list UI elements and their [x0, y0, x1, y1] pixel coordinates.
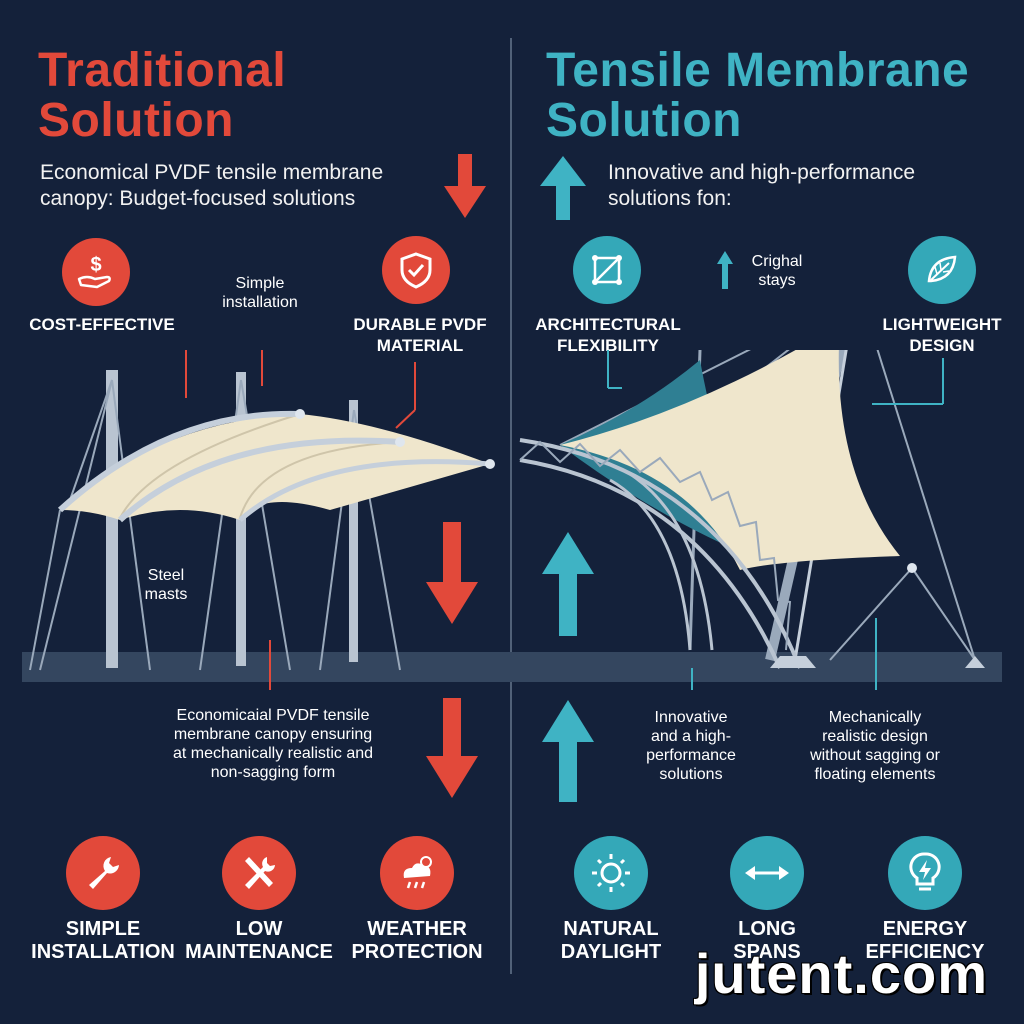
feature-simple-installation: SIMPLE INSTALLATION — [28, 918, 178, 964]
feature-line1: NATURAL — [563, 918, 659, 940]
light-line1: LIGHTWEIGHT — [882, 315, 1002, 334]
feature-line2: PROTECTION — [351, 941, 483, 963]
cost-icon: $ — [62, 238, 130, 306]
double-arrow-icon — [730, 836, 804, 910]
install-line2: installation — [222, 294, 298, 311]
right-note-a-line: and a high- — [650, 728, 732, 745]
right-title-line1: Tensile Membrane — [546, 44, 970, 97]
stays-line1: Crighal — [751, 253, 803, 270]
left-title-line2: Solution — [38, 94, 234, 147]
right-subtitle-line2: solutions fon: — [608, 187, 732, 210]
right-subtitle-line1: Innovative and high-performance — [608, 161, 916, 184]
feature-line2: INSTALLATION — [31, 941, 175, 963]
feature-energy-efficiency: ENERGY EFFICIENCY — [850, 918, 1000, 964]
architectural-flexibility-label: ARCHITECTURAL FLEXIBILITY — [528, 314, 688, 356]
architecture-grid-icon — [573, 236, 641, 304]
feature-line1: LONG — [738, 918, 796, 940]
right-description-a: Innovative and a high- performance solut… — [626, 708, 756, 784]
svg-text:$: $ — [90, 254, 101, 276]
right-note-b-line: Mechanically — [828, 709, 922, 726]
left-title: Traditional Solution — [38, 46, 286, 146]
right-note-b-line: floating elements — [814, 766, 936, 783]
steel-line2: masts — [144, 586, 188, 603]
shield-check-icon — [382, 236, 450, 304]
light-line2: DESIGN — [909, 336, 975, 355]
durable-line2: MATERIAL — [376, 336, 464, 355]
right-note-b-line: realistic design — [822, 728, 928, 745]
right-note-a-line: Innovative — [654, 709, 728, 726]
left-note-line: at mechanically realistic and — [172, 745, 374, 762]
durable-line1: DURABLE PVDF — [353, 315, 487, 334]
lightweight-design-label: LIGHTWEIGHT DESIGN — [862, 314, 1022, 356]
right-description-b: Mechanically realistic design without sa… — [790, 708, 960, 784]
sun-icon — [574, 836, 648, 910]
simple-installation-callout: Simple installation — [200, 274, 320, 312]
up-arrow-icon — [542, 532, 594, 636]
feature-line2: SPANS — [733, 941, 801, 963]
right-note-b-line: without sagging or — [810, 747, 940, 764]
left-subtitle-line1: Economical PVDF tensile membrane — [40, 161, 384, 184]
feature-long-spans: LONG SPANS — [692, 918, 842, 964]
feature-line1: WEATHER — [367, 918, 467, 940]
cost-effective-label: COST-EFFECTIVE — [29, 315, 175, 334]
arch-line2: FLEXIBILITY — [557, 336, 659, 355]
steel-mast — [106, 370, 118, 668]
feature-natural-daylight: NATURAL DAYLIGHT — [536, 918, 686, 964]
right-note-a-line: performance — [646, 747, 736, 764]
left-subtitle: Economical PVDF tensile membrane canopy:… — [40, 160, 383, 212]
watermark: jutent.com — [694, 942, 988, 1005]
up-arrow-icon — [542, 700, 594, 802]
right-title: Tensile Membrane Solution — [546, 46, 969, 146]
center-divider — [510, 38, 512, 974]
feature-line1: ENERGY — [882, 918, 968, 940]
down-arrow-icon — [444, 154, 486, 218]
left-title-line1: Traditional — [38, 44, 287, 97]
down-arrow-icon — [426, 522, 478, 624]
wrench-icon — [66, 836, 140, 910]
stays-line2: stays — [758, 272, 796, 289]
feature-line2: EFFICIENCY — [865, 941, 985, 963]
left-description: Economicaial PVDF tensile membrane canop… — [148, 706, 398, 782]
arch-line1: ARCHITECTURAL — [535, 315, 681, 334]
feature-line1: SIMPLE — [65, 918, 141, 940]
left-subtitle-line2: canopy: Budget-focused solutions — [40, 187, 356, 210]
crighal-stays-callout: Crighal stays — [732, 252, 822, 290]
small-up-arrow-icon — [717, 251, 733, 289]
left-note-line: Economicaial PVDF tensile — [176, 707, 370, 724]
cloud-rain-icon — [380, 836, 454, 910]
feature-line2: DAYLIGHT — [560, 941, 662, 963]
install-line1: Simple — [235, 275, 285, 292]
left-note-line: non-sagging form — [210, 764, 336, 781]
down-arrow-icon — [426, 698, 478, 798]
right-note-a-line: solutions — [659, 766, 723, 783]
feature-low-maintenance: LOW MAINTENANCE — [184, 918, 334, 964]
bulb-icon — [888, 836, 962, 910]
tensile-structure — [519, 350, 985, 690]
steel-line1: Steel — [147, 567, 185, 584]
left-note-line: membrane canopy ensuring — [173, 726, 373, 743]
ground-platform — [22, 652, 1002, 682]
right-subtitle: Innovative and high-performance solution… — [608, 160, 915, 212]
feature-weather-protection: WEATHER PROTECTION — [342, 918, 492, 964]
leaf-icon — [908, 236, 976, 304]
structure-illustration — [22, 350, 1002, 690]
durable-pvdf-label: DURABLE PVDF MATERIAL — [340, 314, 500, 356]
feature-line2: MAINTENANCE — [185, 941, 333, 963]
feature-line1: LOW — [235, 918, 283, 940]
tools-icon — [222, 836, 296, 910]
steel-masts-label: Steel masts — [126, 566, 206, 604]
right-title-line2: Solution — [546, 94, 742, 147]
traditional-canopy — [29, 350, 495, 690]
up-arrow-icon — [540, 156, 586, 220]
steel-mast — [349, 400, 358, 662]
